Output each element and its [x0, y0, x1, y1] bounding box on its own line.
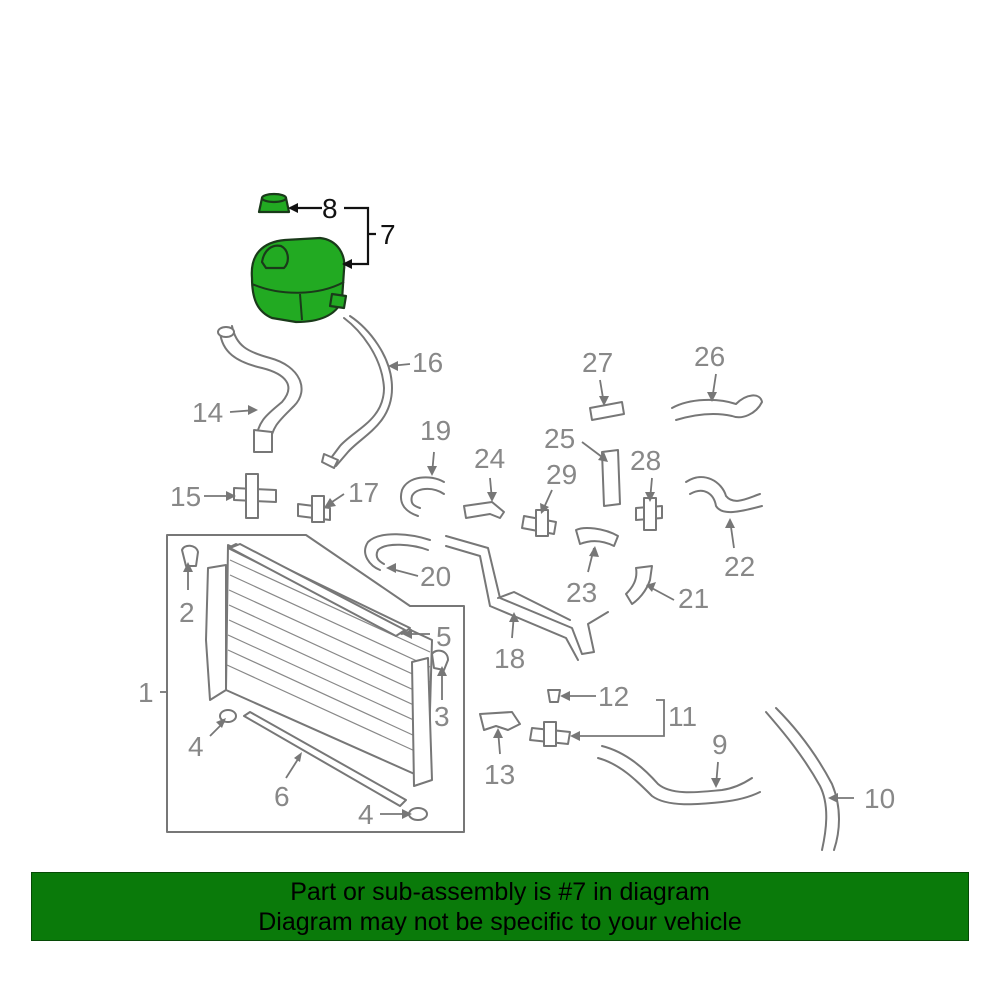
callout-16: 16 — [412, 347, 443, 378]
hose-20-part — [364, 533, 431, 571]
callout-28: 28 — [630, 445, 661, 476]
callout-21: 21 — [678, 583, 709, 614]
callout-5: 5 — [436, 621, 452, 652]
fitting-15-part — [233, 473, 277, 519]
callout-14: 14 — [192, 397, 223, 428]
callout-4b: 4 — [358, 799, 374, 830]
callout-25: 25 — [544, 423, 575, 454]
fitting-11-part — [529, 721, 571, 747]
hose-23-part — [575, 527, 619, 547]
pipe-18-part — [445, 535, 609, 661]
callout-18: 18 — [494, 643, 525, 674]
lower-seal-part — [243, 711, 407, 807]
callout-7: 7 — [380, 219, 396, 250]
hose-16-part — [321, 315, 393, 469]
callout-12: 12 — [598, 681, 629, 712]
banner-line-2: Diagram may not be specific to your vehi… — [258, 907, 742, 936]
callout-20: 20 — [420, 561, 451, 592]
callout-24: 24 — [474, 443, 505, 474]
small-parts — [181, 544, 449, 821]
info-banner: Part or sub-assembly is #7 in diagram Di… — [31, 872, 969, 941]
callout-13: 13 — [484, 759, 515, 790]
reservoir-cap-part — [257, 192, 291, 214]
hose-26-part — [671, 394, 763, 421]
upper-seal-part — [229, 543, 406, 637]
fitting-29-part — [521, 509, 557, 537]
radiator-assembly-outline — [166, 534, 465, 833]
callout-4a: 4 — [188, 731, 204, 762]
hose-9-part — [597, 745, 761, 806]
callout-17: 17 — [348, 477, 379, 508]
hose-19-part — [400, 476, 445, 517]
hose-14-part — [217, 325, 303, 453]
callout-11: 11 — [668, 701, 697, 732]
hose-27-part — [589, 401, 625, 421]
arrowheads — [183, 203, 838, 819]
coolant-reservoir-part — [250, 236, 348, 324]
callout-9: 9 — [712, 729, 728, 760]
callout-29: 29 — [546, 459, 577, 490]
callout-19: 19 — [420, 415, 451, 446]
hose-13-part — [479, 711, 521, 731]
callout-8: 8 — [322, 193, 338, 224]
radiator-part — [205, 543, 433, 787]
callout-3: 3 — [434, 701, 450, 732]
hose-25-part — [601, 449, 621, 507]
fitting-17-part — [297, 495, 331, 523]
banner-line-1: Part or sub-assembly is #7 in diagram — [290, 877, 710, 906]
callout-23: 23 — [566, 577, 597, 608]
callout-labels: 8 7 16 14 27 26 19 25 24 28 29 15 17 22 … — [138, 193, 895, 830]
hose-10-part — [765, 707, 840, 851]
hose-21-part — [625, 565, 653, 605]
fitting-28-part — [635, 497, 663, 531]
bolt-12-part — [547, 689, 561, 703]
callout-1: 1 — [138, 677, 154, 708]
callout-2: 2 — [179, 597, 195, 628]
callout-15: 15 — [170, 481, 201, 512]
callout-22: 22 — [724, 551, 755, 582]
callout-6: 6 — [274, 781, 290, 812]
hose-24-part — [463, 501, 505, 519]
callout-26: 26 — [694, 341, 725, 372]
hose-22-part — [685, 476, 763, 513]
callout-10: 10 — [864, 783, 895, 814]
callout-27: 27 — [582, 347, 613, 378]
